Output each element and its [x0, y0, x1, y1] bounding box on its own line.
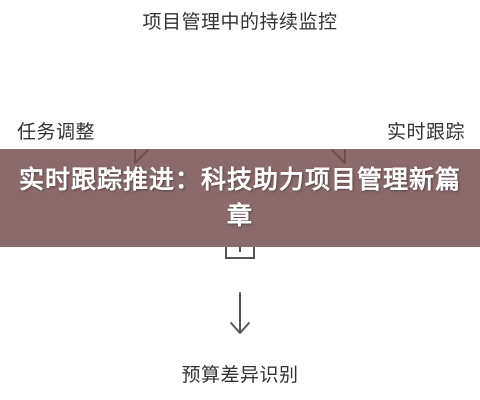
diagram-right-label: 实时跟踪 — [386, 121, 465, 143]
diagram-top-label: 项目管理中的持续监控 — [142, 11, 338, 33]
down-arrow-icon — [230, 292, 250, 334]
diagram-left-label: 任务调整 — [17, 121, 96, 143]
diagram-bottom-label: 预算差异识别 — [181, 364, 299, 386]
title-banner: 实时跟踪推进：科技助力项目管理新篇章 — [0, 149, 480, 247]
banner-title: 实时跟踪推进：科技助力项目管理新篇章 — [18, 165, 461, 230]
center-stand-icon — [225, 247, 255, 259]
